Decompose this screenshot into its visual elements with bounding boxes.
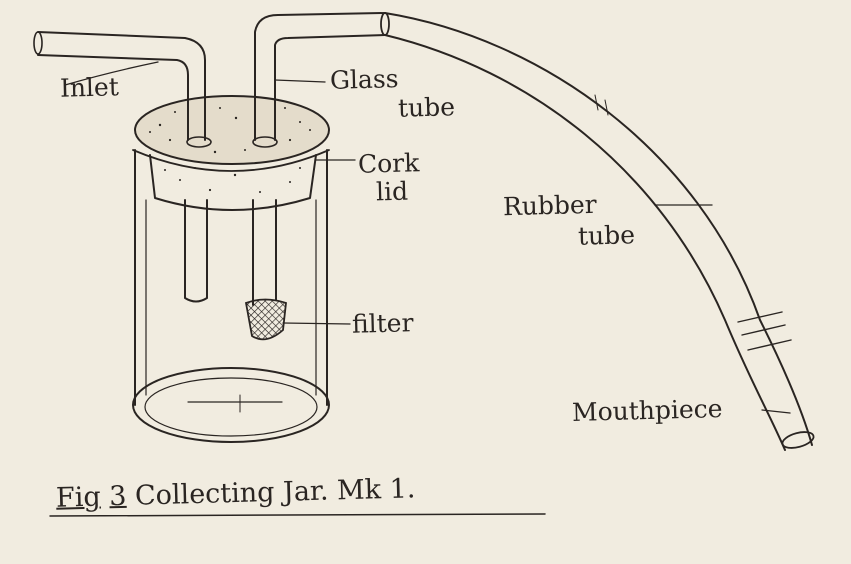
filter-shape [244, 298, 287, 341]
cork-hole-right [252, 136, 278, 148]
jar [132, 149, 330, 443]
label-rubber-tube-line1: Rubber [502, 189, 598, 222]
rubber-tube-inner-edge [384, 34, 786, 451]
cork-side [149, 154, 317, 211]
mouthpiece-collar [737, 311, 792, 351]
cork-lid [132, 95, 330, 211]
caption-underline [49, 513, 546, 517]
leader-mouthpiece [761, 409, 791, 414]
cork-top [134, 95, 330, 165]
rubber-tube-outer-edge [384, 12, 813, 446]
label-cork-lid-line2: lid [375, 176, 409, 207]
inlet-tube-inside-jar [184, 199, 208, 303]
filter-mesh [244, 298, 287, 341]
rubber-tube [380, 12, 815, 451]
jar-base-inner [144, 377, 318, 437]
inlet-tube [33, 31, 208, 303]
label-glass-tube-line2: tube [397, 92, 456, 123]
mouthpiece-opening [781, 431, 815, 449]
jar-base-outer [132, 367, 330, 443]
jar-rim-front [132, 149, 330, 172]
inlet-tube-lower-edge [37, 54, 189, 141]
leader-lines [64, 61, 791, 414]
rubber-tube-joint [380, 12, 390, 36]
label-inlet: Inlet [59, 72, 120, 103]
outlet-glass-tube [252, 12, 386, 306]
leader-glass-tube [274, 79, 326, 83]
label-filter: filter [351, 308, 414, 339]
rubber-tube-mark [594, 94, 599, 111]
outlet-tube-inner-edge [274, 34, 386, 141]
label-mouthpiece: Mouthpiece [571, 394, 723, 427]
cork-hole-left [186, 136, 212, 148]
leader-inlet [64, 61, 159, 86]
inlet-tube-open-end [33, 31, 43, 55]
inlet-tube-upper-edge [37, 31, 206, 141]
label-rubber-tube-line2: tube [577, 220, 636, 251]
label-cork-lid-line1: Cork [357, 148, 420, 179]
label-glass-tube-line1: Glass [329, 64, 399, 95]
caption-number: 3 [108, 480, 127, 513]
outlet-tube-outer-edge [254, 12, 386, 141]
rubber-tube-mark [604, 99, 609, 116]
leader-filter [282, 322, 351, 325]
caption-fig: Fig [55, 481, 102, 514]
outlet-tube-inside-jar [252, 199, 277, 306]
cork-texture [149, 107, 311, 193]
